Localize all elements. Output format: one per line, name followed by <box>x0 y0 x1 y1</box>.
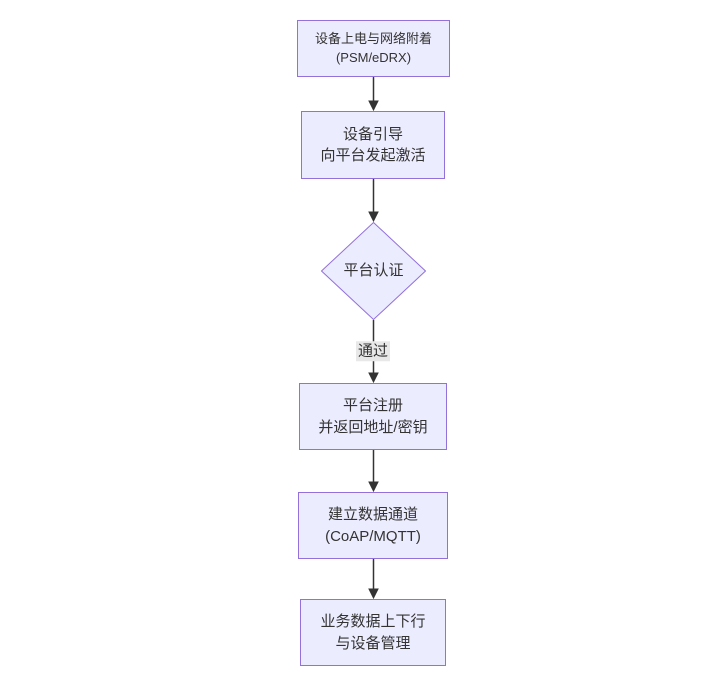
node-label-line: 设备上电与网络附着 <box>314 31 432 47</box>
node-platform-auth-decision: 平台认证 <box>321 222 426 320</box>
node-label-line: 向平台发起激活 <box>320 147 426 164</box>
arrowhead-down-icon <box>368 100 379 112</box>
node-label-line: 设备引导 <box>342 125 403 143</box>
node-label-line: 建立数据通道 <box>327 506 418 524</box>
node-device-bootstrap: 设备引导 向平台发起激活 <box>301 111 445 179</box>
node-business-data: 业务数据上下行 与设备管理 <box>300 599 446 666</box>
node-label-line: 并返回地址/密钥 <box>318 418 428 436</box>
node-platform-register: 平台注册 并返回地址/密钥 <box>299 383 447 450</box>
arrowhead-down-icon <box>368 588 379 600</box>
node-label-line: 与设备管理 <box>335 634 411 652</box>
arrowhead-down-icon <box>368 372 379 384</box>
edge-label-pass: 通过 <box>355 341 391 361</box>
node-label-line: 平台认证 <box>343 262 404 280</box>
diamond-shape <box>321 222 426 320</box>
node-label-line: 平台注册 <box>342 397 403 415</box>
arrowhead-down-icon <box>368 481 379 493</box>
node-label-line: (CoAP/MQTT) <box>325 527 421 545</box>
node-label-line: (PSM/eDRX) <box>335 49 412 65</box>
arrowhead-down-icon <box>368 211 379 223</box>
node-power-on-attach: 设备上电与网络附着 (PSM/eDRX) <box>297 20 450 77</box>
node-data-channel: 建立数据通道 (CoAP/MQTT) <box>298 492 448 559</box>
node-label-line: 业务数据上下行 <box>320 613 426 631</box>
